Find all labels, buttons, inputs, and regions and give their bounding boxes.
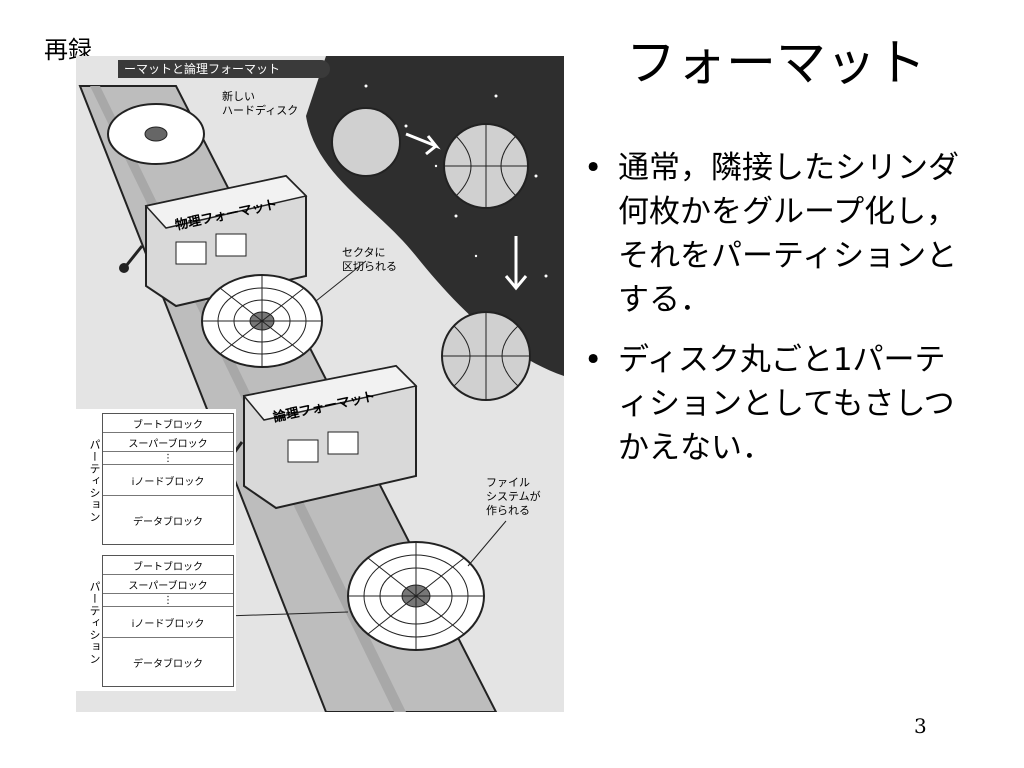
- format-illustration: ーマットと論理フォーマット 新しい ハードディスク セクタに 区切られる ファイ…: [76, 56, 564, 712]
- boot-block: ブートブロック: [103, 414, 233, 433]
- figure-header: ーマットと論理フォーマット: [118, 60, 330, 78]
- bullet-list: •通常，隣接したシリンダ何枚かをグループ化し，それをパーティションとする． •デ…: [582, 146, 962, 486]
- ellipsis: ⋮: [103, 452, 233, 465]
- bullet-text: 通常，隣接したシリンダ何枚かをグループ化し，それをパーティションとする．: [618, 150, 959, 318]
- inode-block: iノードブロック: [103, 465, 233, 496]
- data-block: データブロック: [133, 516, 203, 528]
- boot-block: ブートブロック: [103, 556, 233, 575]
- super-block: スーパーブロック: [103, 575, 233, 594]
- partition-blocks-2: ブートブロック スーパーブロック ⋮ iノードブロック データブロック: [102, 555, 234, 687]
- page-number: 3: [914, 714, 927, 738]
- partition-label-2: パーティション: [88, 581, 101, 665]
- bullet-item: •通常，隣接したシリンダ何枚かをグループ化し，それをパーティションとする．: [584, 150, 959, 318]
- new-disk-caption: 新しい ハードディスク: [222, 90, 299, 117]
- super-block: スーパーブロック: [103, 433, 233, 452]
- slide-title: フォーマット: [626, 34, 926, 92]
- bullet-text: ディスク丸ごと1パーティションとしてもさしつかえない．: [618, 342, 955, 466]
- filesystem-caption: ファイル システムが 作られる: [486, 476, 541, 517]
- inode-block: iノードブロック: [103, 607, 233, 638]
- bullet-item: •ディスク丸ごと1パーティションとしてもさしつかえない．: [584, 342, 955, 466]
- data-block: データブロック: [133, 658, 203, 670]
- partition-label-1: パーティション: [88, 439, 101, 523]
- ellipsis: ⋮: [103, 594, 233, 607]
- sector-caption: セクタに 区切られる: [342, 246, 397, 273]
- partition-blocks-1: ブートブロック スーパーブロック ⋮ iノードブロック データブロック: [102, 413, 234, 545]
- illustration-drawing: [78, 56, 564, 712]
- partition-layout: パーティション ブートブロック スーパーブロック ⋮ iノードブロック データブ…: [76, 409, 236, 691]
